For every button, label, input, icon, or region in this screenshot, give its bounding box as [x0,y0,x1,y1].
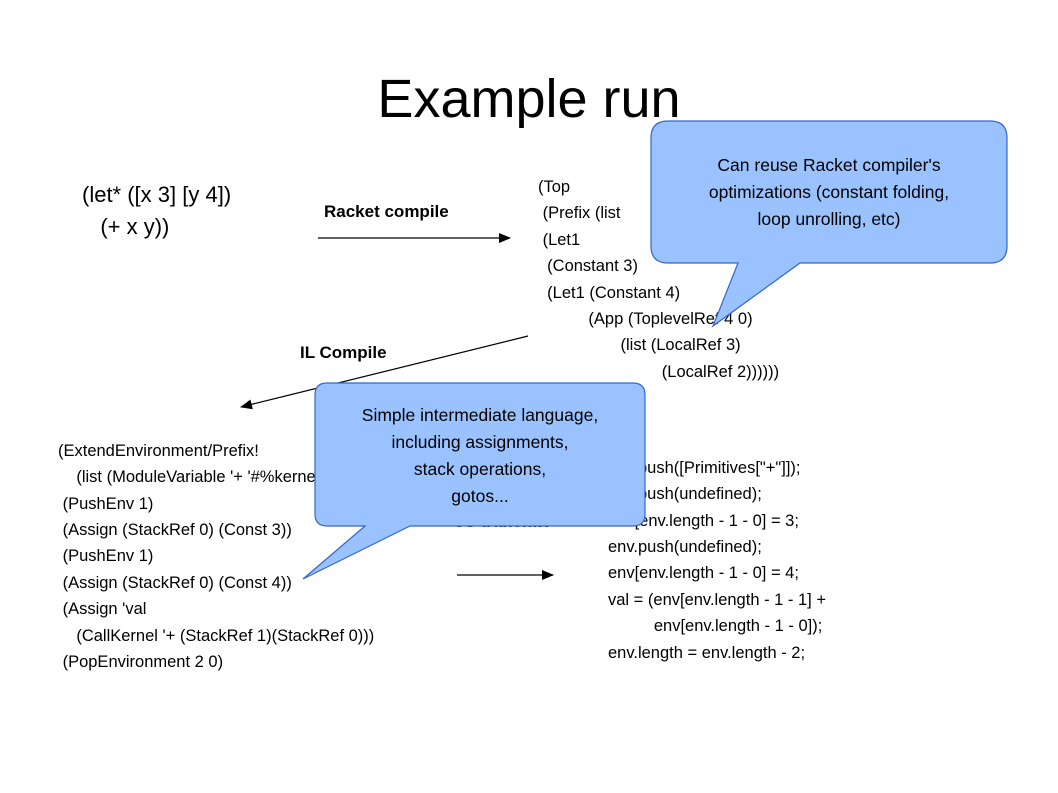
racket-compile-label: Racket compile [324,202,449,221]
il-output-line: (list (ModuleVariable '+ '#%kernel))) [58,468,336,486]
il-output-line: (ExtendEnvironment/Prefix! [58,442,259,460]
js-output-line: env[env.length - 1 - 0] = 4; [608,564,799,582]
racket-output-line: (Constant 3) [538,257,638,275]
il-output-line: (CallKernel '+ (StackRef 1)(StackRef 0))… [58,627,375,645]
callout-line: optimizations (constant folding, [708,182,950,202]
js-output-line: env.length = env.length - 2; [608,644,806,662]
racket-output-line: (Let1 (Constant 4) [538,284,681,302]
js-output-line: env.push([Primitives["+"]]); [608,459,801,477]
js-output-line: env[env.length - 1 - 0]); [608,617,823,635]
racket-output-line: (Top [538,178,571,196]
il-compile-arrow [240,335,529,410]
source-line: (let* ([x 3] [y 4]) [82,182,232,207]
callout-line: including assignments, [391,432,569,452]
optimizations-callout-shape [650,120,1008,328]
callout-line: Can reuse Racket compiler's [717,155,941,175]
js-output-line: env.push(undefined); [608,485,762,503]
racket-output-line: (list (LocalRef 3) [538,336,741,354]
callout-line: gotos... [451,486,509,506]
racket-output-line: (Prefix (list [538,204,621,222]
slide-title: Example run [377,69,681,129]
source-line: (+ x y)) [82,214,170,239]
il-output-line: (PushEnv 1) [58,495,154,513]
il-compile-label: IL Compile [300,343,387,362]
il-output-line: (Assign (StackRef 0) (Const 4)) [58,574,292,592]
il-callout-shape [302,382,646,580]
callout-line: loop unrolling, etc) [757,209,901,229]
js-output-line: env.push(undefined); [608,538,762,556]
callout-line: Simple intermediate language, [361,405,599,425]
racket-output-line: (LocalRef 2)))))) [538,363,780,381]
il-output-line: (PopEnvironment 2 0) [58,653,224,671]
il-output-line: (Assign (StackRef 0) (Const 3)) [58,521,292,539]
il-output-line: (Assign 'val [58,600,147,618]
js-output-line: val = (env[env.length - 1 - 1] + [608,591,826,609]
racket-output-line: (App (ToplevelRef 4 0) [538,310,753,328]
il-output-line: (PushEnv 1) [58,547,154,565]
callout-line: stack operations, [413,459,547,479]
racket-output-line: (Let1 [538,231,581,249]
